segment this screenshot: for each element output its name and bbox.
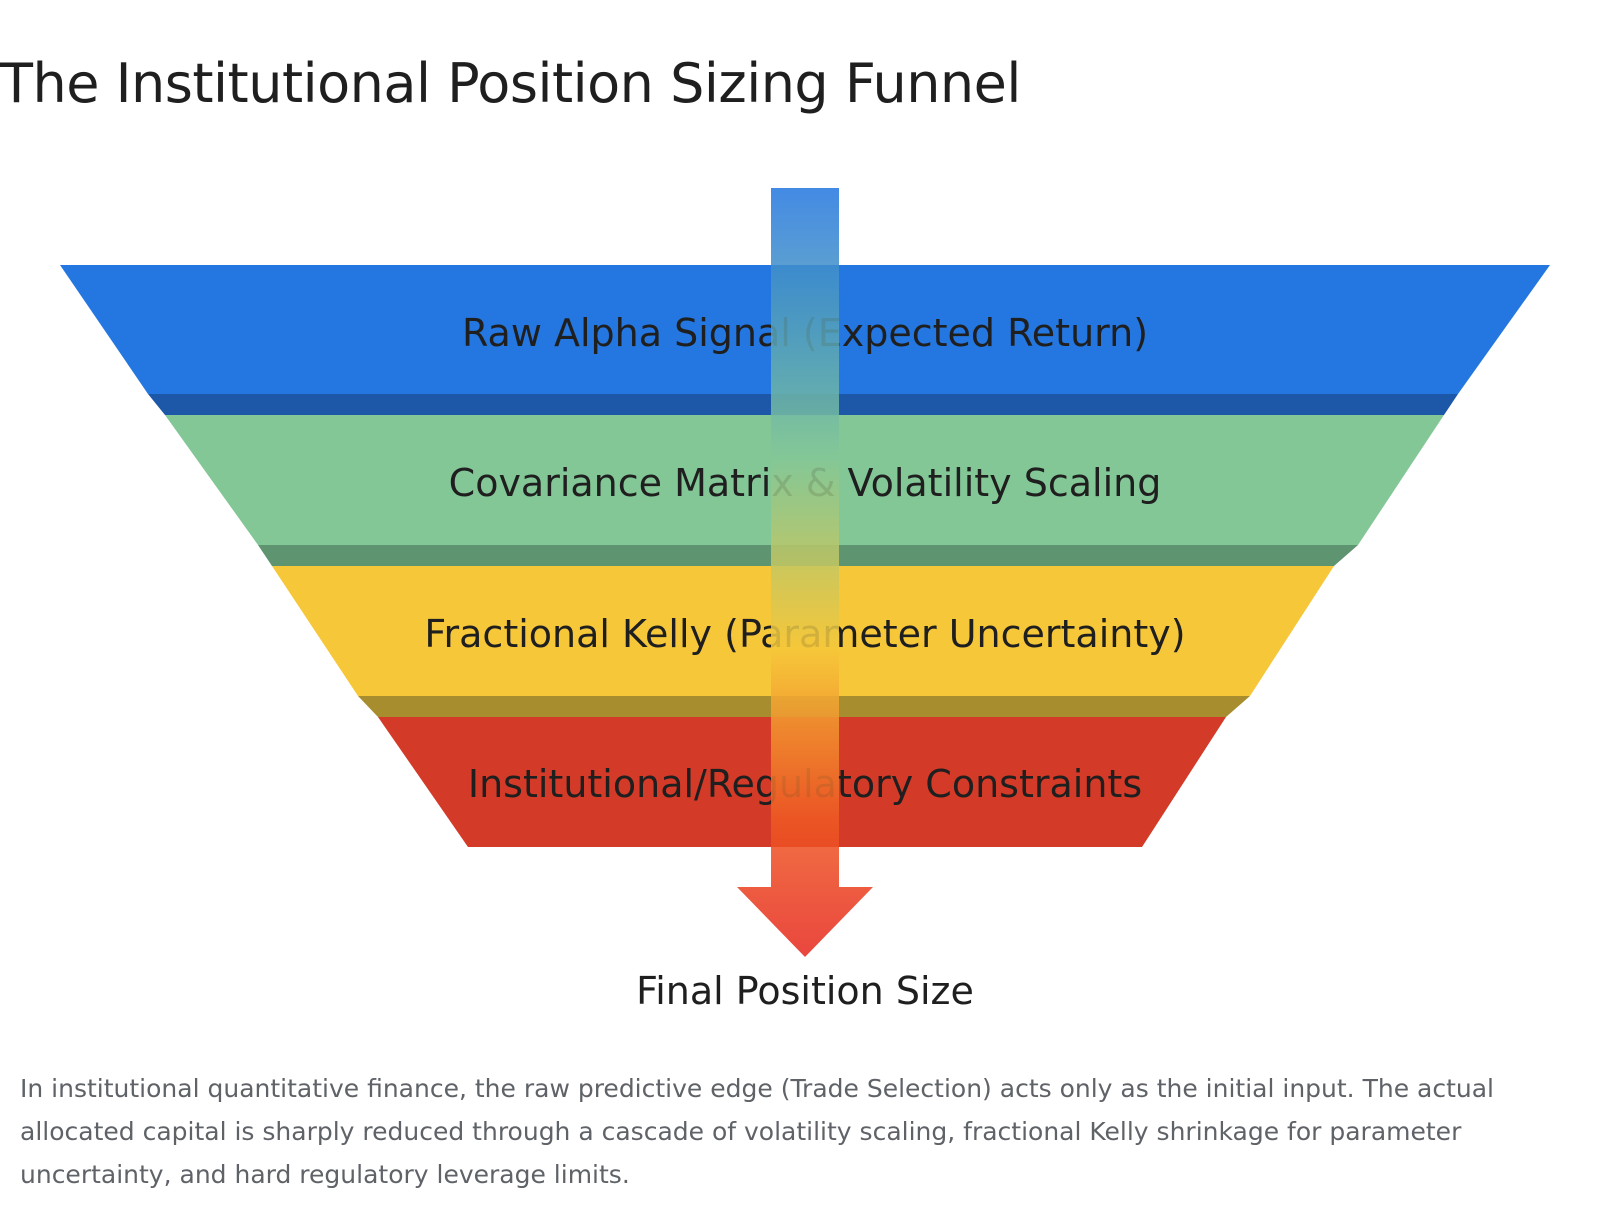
arrow-down-icon [737, 188, 873, 957]
funnel-diagram: Raw Alpha Signal (Expected Return) Covar… [60, 188, 1550, 1013]
final-position-size-label: Final Position Size [636, 969, 974, 1013]
page-title: The Institutional Position Sizing Funnel [0, 52, 1021, 115]
caption: In institutional quantitative finance, t… [20, 1074, 1494, 1189]
